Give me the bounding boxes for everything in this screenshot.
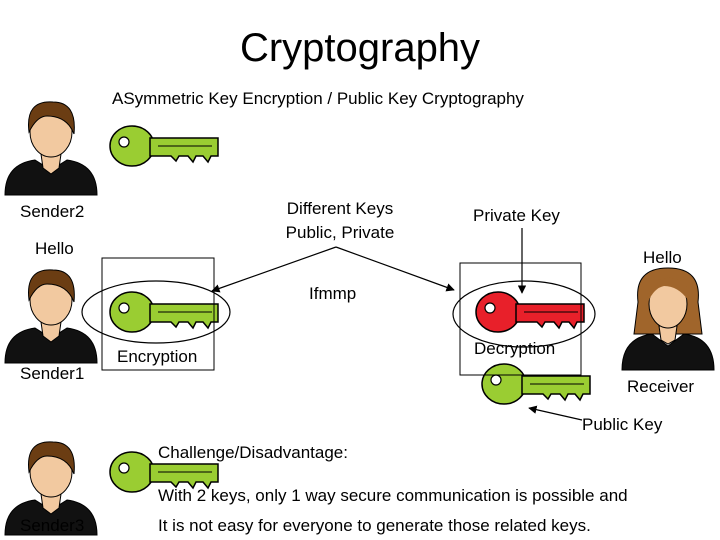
encryption-key-oval — [81, 280, 231, 344]
different-keys-line1: Different Keys — [286, 199, 394, 218]
encryption-box — [101, 257, 215, 371]
different-keys-arrow-right — [335, 246, 455, 292]
private-key-icon — [475, 291, 585, 333]
sender3-label: Sender3 — [20, 516, 85, 535]
public-key-label: Public Key — [582, 415, 663, 434]
public-key-arrow — [528, 405, 583, 421]
private-key-label: Private Key — [473, 206, 560, 225]
sender2-public-key-icon — [109, 125, 219, 167]
encryption-public-key-icon — [109, 291, 219, 333]
decryption-key-oval — [452, 280, 596, 348]
challenge-line1: With 2 keys, only 1 way secure communica… — [158, 486, 628, 505]
receiver-label: Receiver — [627, 377, 695, 396]
receiver-public-key-icon — [481, 363, 591, 405]
sender2-label: Sender2 — [20, 202, 85, 221]
sender1-label: Sender1 — [20, 364, 85, 383]
different-keys-arrow-left — [211, 246, 337, 293]
ciphertext-label: Ifmmp — [309, 284, 357, 303]
encryption-label: Encryption — [117, 347, 198, 366]
different-keys-line2: Public, Private — [285, 223, 395, 242]
page-subtitle: ASymmetric Key Encryption / Public Key C… — [112, 89, 524, 108]
decryption-label: Decryption — [474, 339, 556, 358]
challenge-heading: Challenge/Disadvantage: — [158, 443, 348, 462]
plaintext-left-label: Hello — [35, 239, 74, 258]
page-title: Cryptography — [239, 26, 481, 70]
plaintext-right-label: Hello — [643, 248, 682, 267]
sender2-person-icon — [4, 101, 98, 196]
decryption-box — [459, 262, 582, 376]
challenge-line2: It is not easy for everyone to generate … — [158, 516, 591, 535]
receiver-person-icon — [621, 267, 715, 371]
